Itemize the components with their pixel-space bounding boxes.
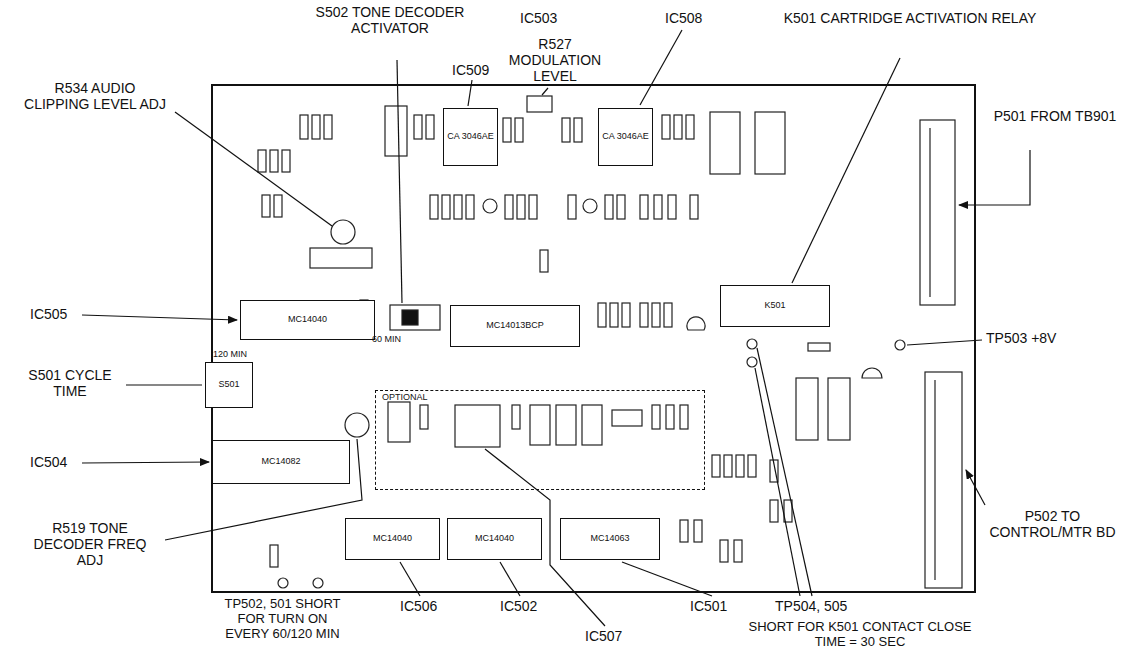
part-marking: MC14040	[288, 315, 327, 325]
switch-position-label: 60 MIN	[372, 334, 401, 344]
callout-text: S502 TONE DECODER ACTIVATOR	[315, 4, 465, 36]
ic-chip: MC14040	[345, 518, 440, 560]
part-marking: MC14040	[475, 534, 514, 544]
callout-text: R534 AUDIO CLIPPING LEVEL ADJ	[20, 80, 170, 112]
callout-text: IC509	[452, 62, 489, 78]
callout-text: IC502	[500, 598, 537, 614]
callout-text: IC503	[520, 10, 557, 26]
dip-switch: S501	[205, 362, 253, 408]
optional-region: OPTIONAL	[375, 390, 705, 490]
part-marking: CA 3046AE	[602, 132, 649, 142]
callout-text: R519 TONE DECODER FREQ ADJ	[20, 520, 160, 568]
callout-text: IC504	[30, 454, 67, 470]
relay-chip: K501	[720, 285, 830, 327]
leader-lines	[82, 30, 1030, 626]
part-marking: MC14082	[261, 457, 300, 467]
part-marking: CA 3046AE	[447, 132, 494, 142]
note-text: TP502, 501 SHORT FOR TURN ON EVERY 60/12…	[220, 597, 345, 642]
callout-text: IC501	[690, 598, 727, 614]
part-marking: S501	[218, 380, 239, 390]
switch-position-label: 120 MIN	[213, 349, 247, 359]
part-marking: MC14013BCP	[486, 321, 544, 331]
part-marking: MC14063	[590, 534, 629, 544]
callout-text: IC505	[30, 306, 67, 322]
callout-text: IC508	[665, 10, 702, 26]
part-marking: K501	[764, 301, 785, 311]
ic-chip: MC14013BCP	[450, 305, 580, 347]
part-marking: MC14040	[373, 534, 412, 544]
note-text: SHORT FOR K501 CONTACT CLOSE TIME = 30 S…	[745, 620, 975, 650]
callout-text: TP504, 505	[775, 598, 847, 614]
callout-text: IC506	[400, 598, 437, 614]
callout-text: S501 CYCLE TIME	[20, 367, 120, 399]
board-components	[258, 96, 962, 588]
callout-text: P502 TO CONTROL/MTR BD	[975, 508, 1130, 540]
ic-chip: MC14040	[240, 300, 375, 340]
ic-chip: CA 3046AE	[598, 108, 653, 166]
ic-chip: MC14040	[447, 518, 542, 560]
circuit-board	[212, 85, 975, 592]
callout-text: R527 MODULATION LEVEL	[505, 36, 605, 84]
callout-text: P501 FROM TB901	[990, 108, 1120, 124]
ic-chip: MC14082	[212, 440, 350, 484]
ic-chip: CA 3046AE	[443, 108, 498, 166]
callout-text: K501 CARTRIDGE ACTIVATION RELAY	[780, 10, 1040, 26]
ic-chip: MC14063	[560, 518, 660, 560]
region-title: OPTIONAL	[382, 393, 428, 403]
callout-text: IC507	[585, 628, 622, 644]
callout-text: TP503 +8V	[986, 330, 1056, 346]
